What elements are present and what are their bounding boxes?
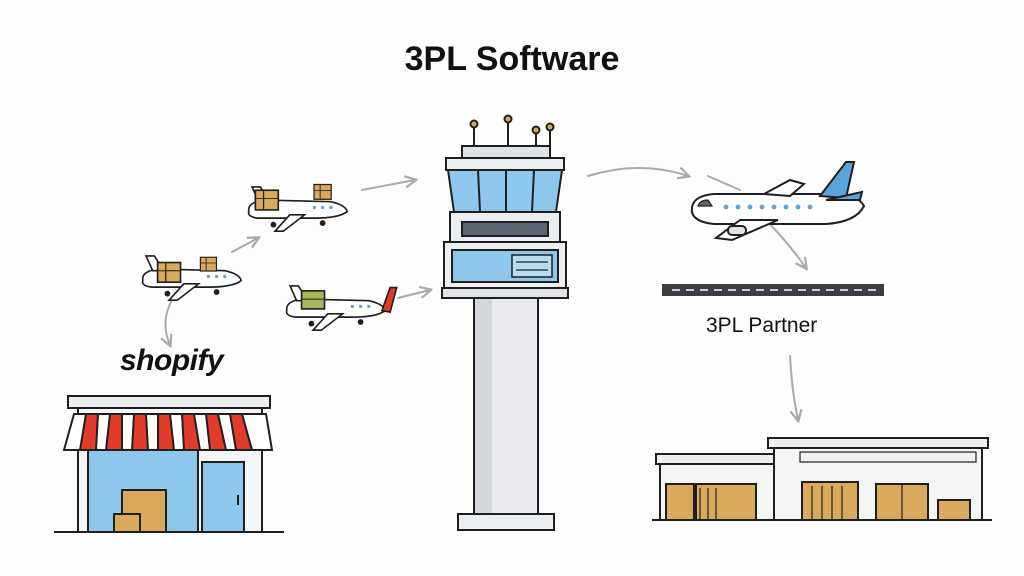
arrow-plane1-to-store	[165, 299, 173, 345]
partner-label: 3PL Partner	[706, 314, 818, 337]
warehouse	[652, 437, 992, 521]
arrow-plane2-to-tower	[361, 180, 415, 191]
arrow-plane3-to-tower	[397, 290, 430, 299]
arrow-partner-to-warehouse	[789, 355, 798, 420]
cargo-plane-bottom	[285, 285, 398, 332]
arrow-jet-descent	[767, 221, 806, 268]
awning	[62, 413, 274, 451]
control-tower	[441, 114, 569, 531]
arrow-plane1-to-plane2	[231, 238, 258, 253]
cargo-plane-top	[247, 183, 349, 233]
arrow-jet-tail	[707, 175, 741, 191]
shopify-logo-text: shopify	[120, 344, 224, 377]
runway	[662, 284, 884, 296]
cargo-plane-left	[141, 255, 243, 302]
passenger-jet	[690, 161, 866, 242]
flow-arrows	[165, 168, 806, 420]
diagram-title: 3PL Software	[404, 40, 620, 78]
shopify-storefront	[54, 395, 284, 533]
arrow-tower-to-jet	[587, 168, 688, 176]
